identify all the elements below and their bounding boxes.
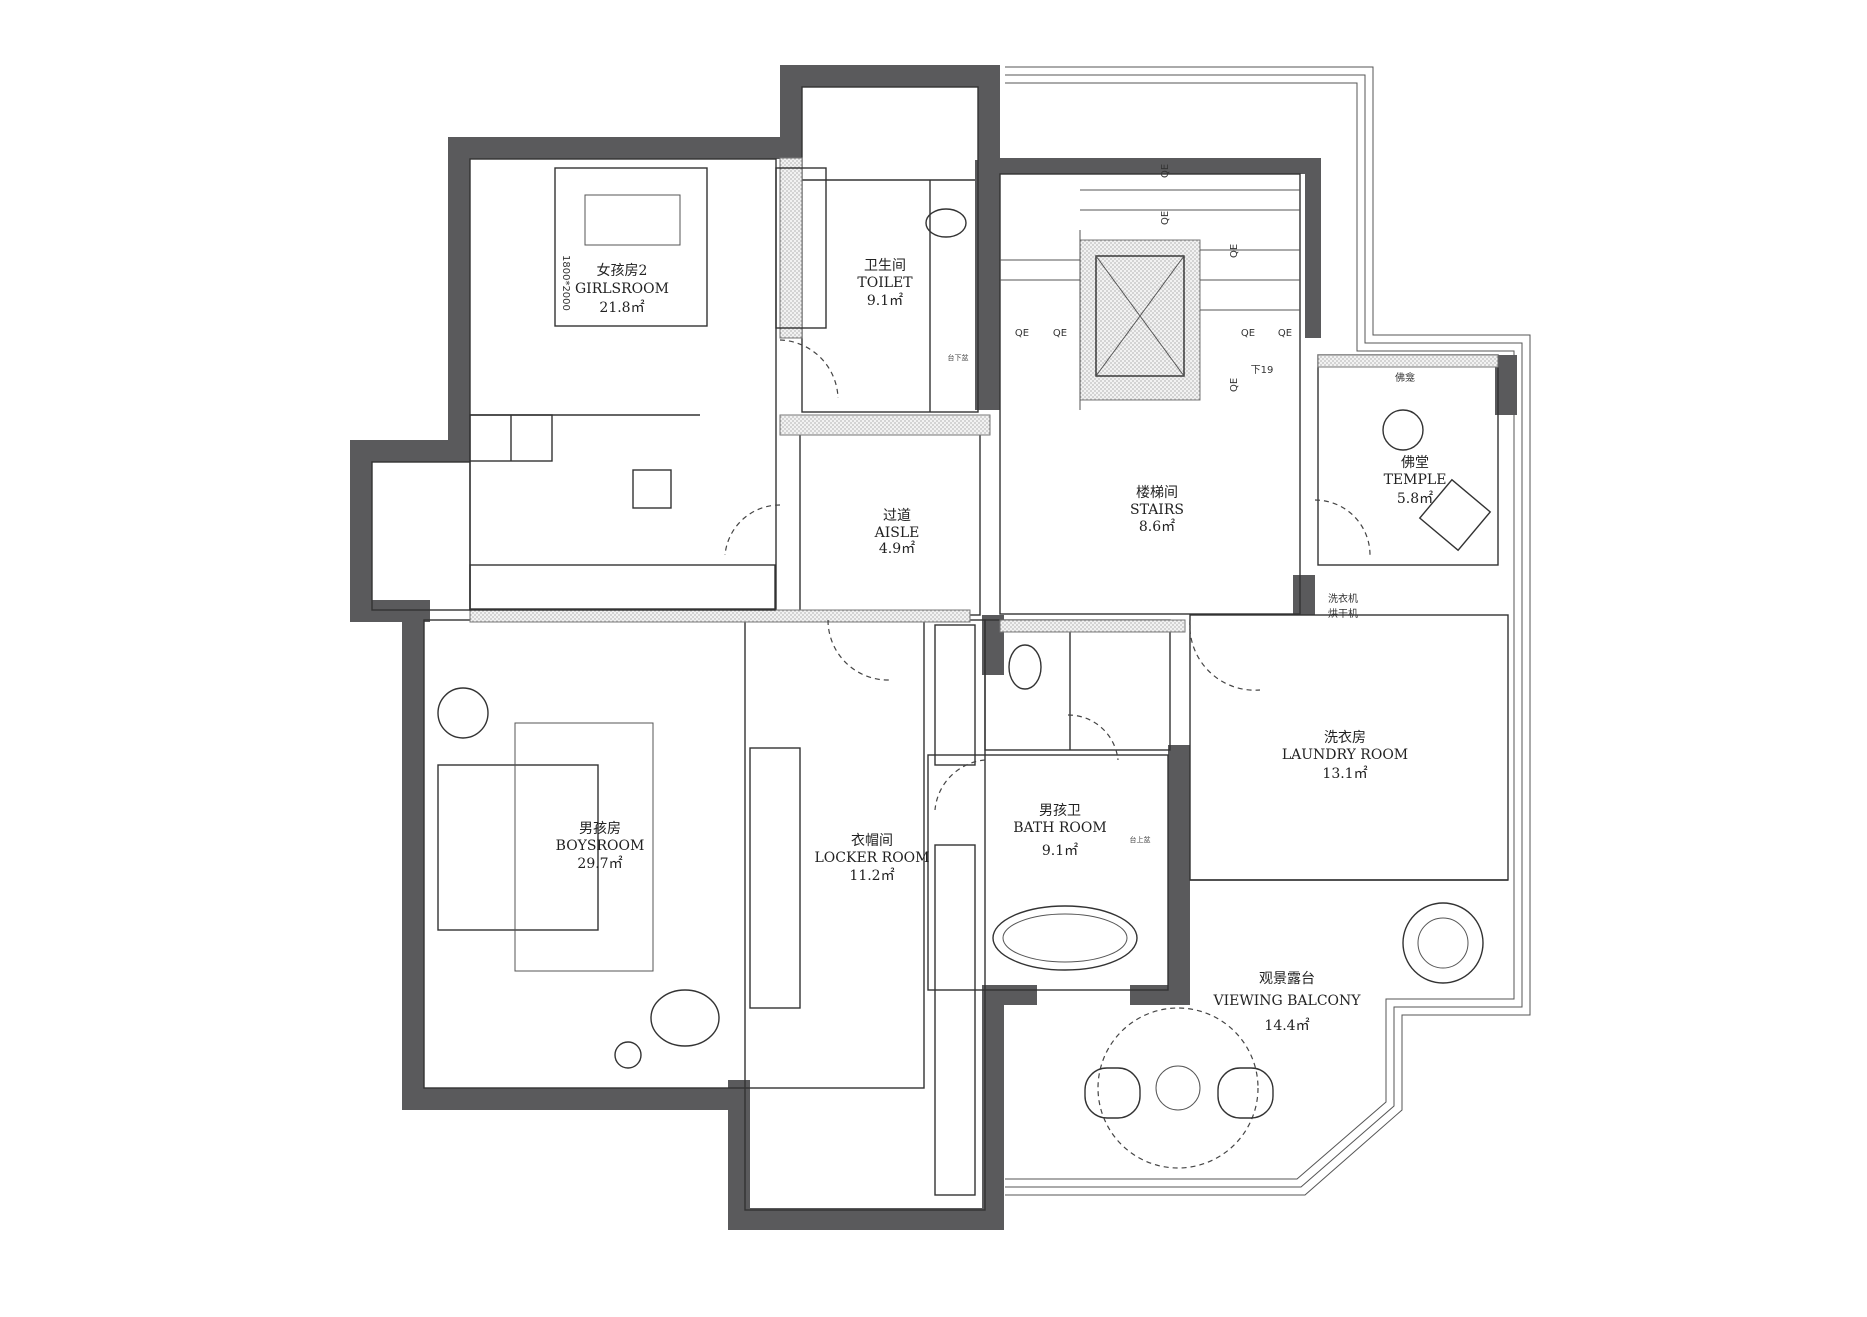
label-aisle: 过道 AISLE 4.9㎡	[874, 508, 920, 557]
qe-mark-2: QE	[1053, 328, 1067, 339]
bathtub	[992, 905, 1138, 971]
qe-mark-4: QE	[1278, 328, 1292, 339]
label-boysroom: 男孩房 BOYSROOM 29.7㎡	[556, 821, 645, 872]
label-toilet: 卫生间 TOILET 9.1㎡	[857, 258, 913, 309]
boysroom-en: BOYSROOM	[556, 838, 645, 854]
bath-en: BATH ROOM	[1013, 820, 1106, 836]
laundry-cn: 洗衣房	[1324, 730, 1366, 746]
bed-size-note: 1800*2000	[560, 255, 571, 311]
interior-lines	[371, 86, 1509, 1211]
washer-note-1: 洗衣机	[1328, 592, 1358, 605]
boys-bed	[437, 722, 654, 972]
temple-area: 5.8㎡	[1397, 491, 1433, 507]
aisle-en: AISLE	[874, 525, 920, 541]
wardrobes	[469, 167, 976, 1196]
temple-cn: 佛堂	[1401, 455, 1429, 471]
girlsroom-cn: 女孩房2	[597, 262, 648, 279]
balcony-cn: 观景露台	[1259, 971, 1315, 987]
hatched-zones	[469, 157, 1499, 633]
lounge-chair	[614, 989, 720, 1069]
bath-area: 9.1㎡	[1042, 843, 1078, 859]
qe-mark-3: QE	[1241, 328, 1255, 339]
label-temple: 佛堂 TEMPLE 5.8㎡	[1384, 455, 1447, 507]
desk-chair	[632, 469, 672, 509]
temple-en: TEMPLE	[1384, 472, 1447, 488]
label-locker: 衣帽间 LOCKER ROOM 11.2㎡	[815, 833, 930, 884]
temple-chair	[1382, 409, 1492, 552]
bath-cn: 男孩卫	[1039, 803, 1081, 819]
girls-bed	[554, 167, 708, 327]
locker-en: LOCKER ROOM	[815, 850, 930, 866]
balcony-railing	[1005, 66, 1531, 1196]
aisle-cn: 过道	[883, 508, 911, 524]
stairs-en: STAIRS	[1130, 502, 1184, 518]
girlsroom-area: 21.8㎡	[599, 300, 644, 316]
label-balcony: 观景露台 VIEWING BALCONY 14.4㎡	[1212, 971, 1361, 1034]
aisle-area: 4.9㎡	[879, 541, 915, 557]
stairs-cn: 楼梯间	[1136, 485, 1178, 501]
toilet-area: 9.1㎡	[867, 293, 903, 309]
counter-toilet-note: 台下盆	[948, 353, 969, 362]
qe-mark-8: QE	[1229, 378, 1240, 392]
qe-mark-6: QE	[1160, 211, 1171, 225]
label-girlsroom: 女孩房2 GIRLSROOM 21.8㎡	[575, 262, 669, 316]
laundry-area: 13.1㎡	[1322, 766, 1367, 782]
elevator	[1095, 255, 1185, 377]
door-swings	[724, 339, 1371, 811]
plant	[1402, 902, 1484, 984]
toilet-fixture	[925, 208, 1042, 690]
boysroom-cn: 男孩房	[579, 821, 621, 837]
counter-bath-note: 台上盆	[1130, 835, 1151, 844]
locker-cn: 衣帽间	[851, 833, 893, 849]
balcony-area: 14.4㎡	[1264, 1018, 1309, 1034]
boysroom-area: 29.7㎡	[577, 856, 622, 872]
walls	[350, 65, 1517, 1230]
qe-mark-7: QE	[1229, 244, 1240, 258]
label-bath: 男孩卫 BATH ROOM 9.1㎡	[1013, 803, 1106, 859]
girlsroom-en: GIRLSROOM	[575, 281, 669, 297]
qe-mark-1: QE	[1015, 328, 1029, 339]
locker-area: 11.2㎡	[849, 868, 894, 884]
qe-mark-5: QE	[1160, 164, 1171, 178]
balcony-en: VIEWING BALCONY	[1212, 993, 1361, 1009]
parasol-table	[1084, 1007, 1274, 1169]
stair-treads	[1000, 189, 1300, 410]
washer-note-2: 烘干机	[1328, 607, 1358, 620]
label-laundry: 洗衣房 LAUNDRY ROOM 13.1㎡	[1282, 730, 1408, 782]
round-side-table	[437, 687, 489, 739]
stair-down-note: 下19	[1251, 365, 1274, 376]
laundry-en: LAUNDRY ROOM	[1282, 747, 1408, 763]
shrine-note: 佛龛	[1395, 371, 1415, 384]
label-stairs: 楼梯间 STAIRS 8.6㎡	[1130, 485, 1184, 535]
toilet-en: TOILET	[857, 275, 913, 291]
stairs-area: 8.6㎡	[1139, 519, 1175, 535]
toilet-cn: 卫生间	[864, 258, 906, 274]
